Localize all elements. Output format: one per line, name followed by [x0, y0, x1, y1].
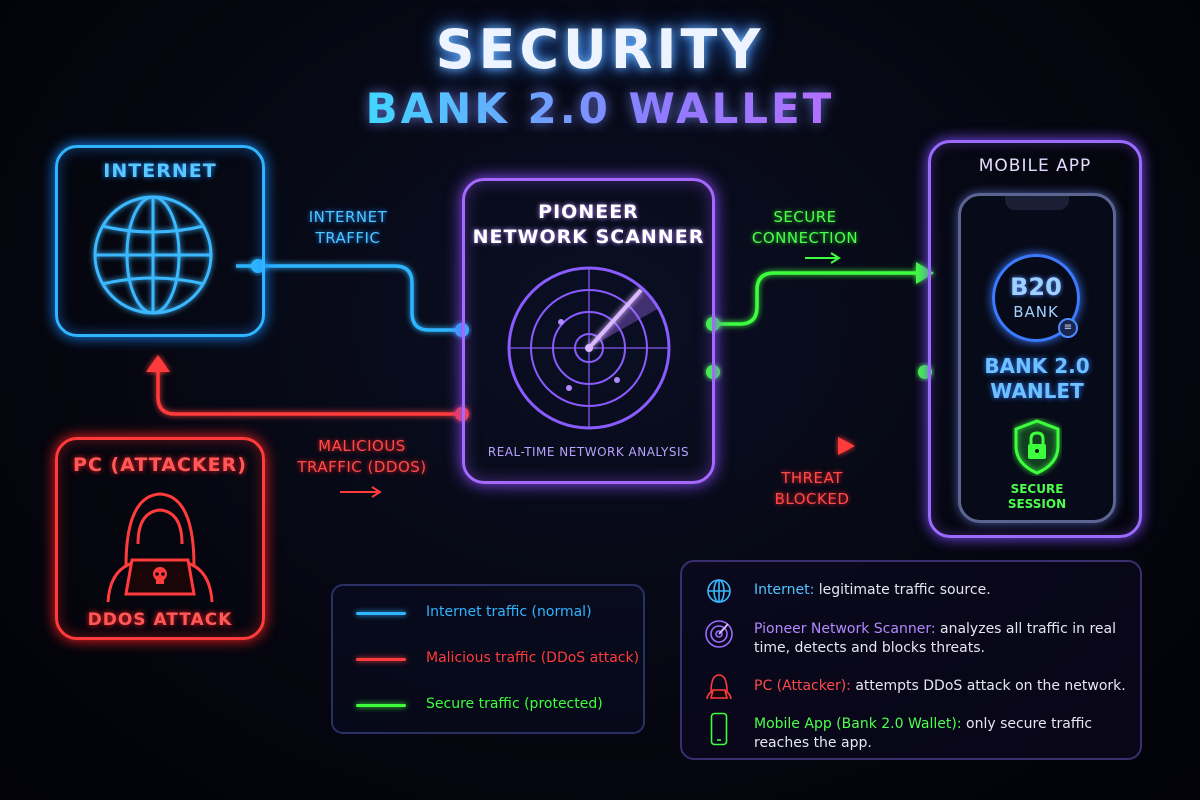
- page-title: SECURITY: [435, 18, 765, 81]
- bank-logo-sub: BANK: [1013, 303, 1059, 321]
- scanner-caption: REAL-TIME NETWORK ANALYSIS: [487, 445, 690, 459]
- bank-logo-main: B20: [1010, 273, 1062, 301]
- page-subtitle: BANK 2.0 WALLET: [0, 84, 1200, 133]
- legend-label-malicious: Malicious traffic (DDoS attack): [426, 650, 640, 666]
- info-label-scanner: Pioneer Network Scanner:: [754, 621, 936, 637]
- info-panel: [680, 560, 1142, 760]
- secure-session-line1: SECURE: [1010, 482, 1064, 496]
- threat-blocked-label-line1: THREAT: [781, 469, 843, 487]
- hacker-icon: [706, 674, 732, 700]
- secure-connection-path: [713, 271, 918, 326]
- threat-blocked-label: THREAT BLOCKED: [752, 468, 872, 510]
- shield-lock-icon: [1014, 419, 1060, 475]
- info-item-attacker: PC (Attacker): attempts DDoS attack on t…: [754, 677, 1134, 696]
- internet-node: [55, 145, 265, 337]
- wallet-name-line2: WANLET: [990, 379, 1084, 403]
- secure-session-label: SECURE SESSION: [958, 482, 1116, 512]
- info-text-mobile: only secure traffic reaches the app.: [754, 716, 1093, 751]
- solana-badge-icon: ≡: [1058, 318, 1078, 338]
- legend-line-malicious: [356, 658, 406, 661]
- malicious-arrowhead: [146, 355, 170, 372]
- malicious-traffic-label: MALICIOUS TRAFFIC (DDOS): [282, 436, 442, 478]
- hacker-icon: [106, 492, 214, 603]
- scanner-title-line1: PIONEER: [538, 201, 639, 223]
- wallet-name-line1: BANK 2.0: [984, 354, 1090, 378]
- secure-connection-label-line1: SECURE: [773, 208, 837, 226]
- scanner-title-line2: NETWORK SCANNER: [472, 226, 705, 248]
- info-label-attacker: PC (Attacker):: [754, 678, 851, 694]
- secure-small-arrow: [805, 252, 841, 264]
- malicious-small-arrow: [340, 486, 382, 498]
- phone-icon: [710, 712, 728, 746]
- internet-title: INTERNET: [103, 160, 217, 182]
- legend-label-secure: Secure traffic (protected): [426, 696, 603, 712]
- attacker-node: [55, 437, 265, 640]
- info-label-mobile: Mobile App (Bank 2.0 Wallet):: [754, 716, 962, 732]
- internet-node-dot: [251, 259, 265, 273]
- phone-notch: [1005, 196, 1069, 210]
- attacker-caption: DDOS ATTACK: [87, 610, 233, 630]
- radar-icon: [507, 266, 671, 430]
- radar-icon: [705, 620, 733, 648]
- internet-traffic-label-line1: INTERNET: [308, 208, 388, 226]
- scanner-title: PIONEER NETWORK SCANNER: [462, 200, 715, 250]
- legend-line-secure: [356, 704, 406, 707]
- legend-label-internet: Internet traffic (normal): [426, 604, 592, 620]
- globe-icon: [707, 579, 731, 603]
- info-item-mobile: Mobile App (Bank 2.0 Wallet): only secur…: [754, 715, 1134, 753]
- internet-traffic-label-line2: TRAFFIC: [315, 229, 381, 247]
- internet-traffic-path: [236, 264, 462, 332]
- attacker-title: PC (ATTACKER): [73, 454, 247, 476]
- mobile-app-node: [928, 140, 1142, 538]
- bank-logo: [992, 254, 1080, 342]
- scanner-node: [462, 178, 715, 484]
- wallet-name: BANK 2.0 WANLET: [958, 354, 1116, 404]
- malicious-traffic-label-line1: MALICIOUS: [318, 437, 406, 455]
- info-text-attacker: attempts DDoS attack on the network.: [850, 678, 1126, 694]
- mobile-app-title: MOBILE APP: [978, 156, 1092, 176]
- info-item-scanner: Pioneer Network Scanner: analyzes all tr…: [754, 620, 1134, 658]
- secure-arrowhead: [916, 262, 934, 284]
- malicious-traffic-label-line2: TRAFFIC (DDOS): [297, 458, 427, 476]
- info-label-internet: Internet:: [754, 582, 815, 598]
- info-text-scanner: analyzes all traffic in real time, detec…: [754, 621, 1116, 656]
- info-item-internet: Internet: legitimate traffic source.: [754, 581, 1134, 600]
- info-text-internet: legitimate traffic source.: [814, 582, 991, 598]
- malicious-traffic-path: [156, 368, 462, 416]
- legend-line-internet: [356, 612, 406, 615]
- secure-session-line2: SESSION: [1007, 497, 1067, 511]
- globe-icon: [93, 195, 213, 315]
- secure-connection-label-line2: CONNECTION: [751, 229, 859, 247]
- threat-blocked-arrowhead: [838, 437, 855, 455]
- secure-connection-label: SECURE CONNECTION: [740, 207, 870, 249]
- internet-traffic-label: INTERNET TRAFFIC: [283, 207, 413, 249]
- threat-blocked-label-line2: BLOCKED: [774, 490, 850, 508]
